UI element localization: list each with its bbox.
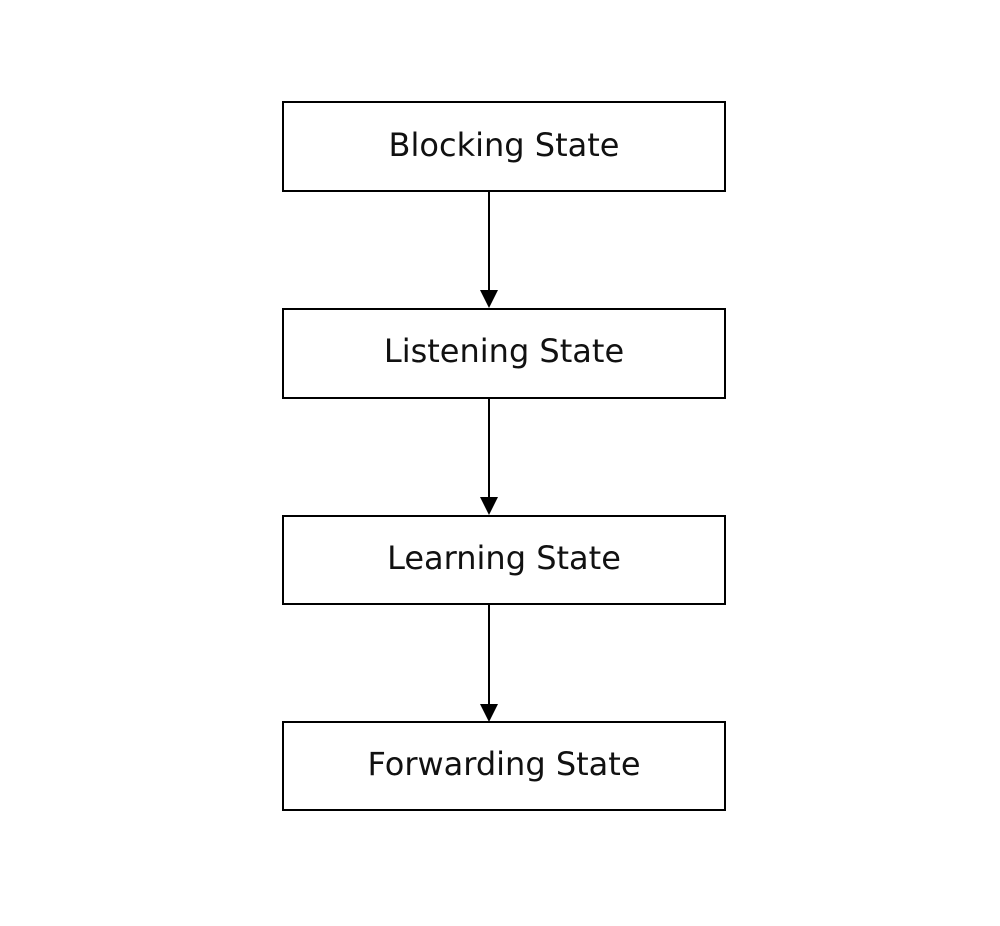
node-blocking-state: Blocking State [282, 101, 726, 192]
node-listening-state: Listening State [282, 308, 726, 399]
node-label: Learning State [387, 539, 621, 577]
node-forwarding-state: Forwarding State [282, 721, 726, 811]
edge-learning-to-forwarding [480, 604, 498, 722]
node-box [282, 515, 726, 605]
node-box [282, 308, 726, 399]
node-box [282, 101, 726, 192]
edge-blocking-to-listening [480, 191, 498, 308]
node-label: Forwarding State [367, 745, 640, 783]
node-learning-state: Learning State [282, 515, 726, 605]
node-box [282, 721, 726, 811]
arrowhead-icon [480, 290, 498, 308]
node-label: Blocking State [389, 126, 620, 164]
arrowhead-icon [480, 704, 498, 722]
edge-listening-to-learning [480, 398, 498, 515]
arrowhead-icon [480, 497, 498, 515]
node-label: Listening State [384, 332, 624, 370]
